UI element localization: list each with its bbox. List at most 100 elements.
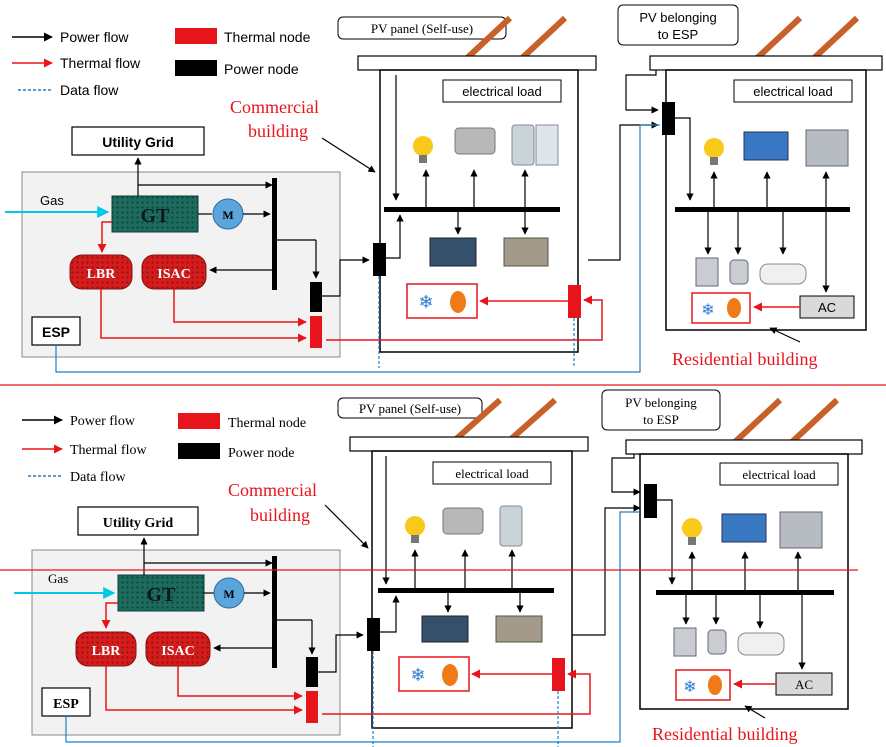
snowflake-icon: ❄ (418, 292, 433, 312)
residential-building-box (665, 69, 867, 331)
utility-grid-label: Utility Grid (103, 516, 174, 531)
legend-thermal-flow: Thermal flow (60, 55, 141, 71)
pv-esp-label-line1: PV belonging (639, 10, 716, 25)
computer-icon (721, 513, 767, 543)
dishwasher-icon (779, 511, 823, 549)
legend-thermal-node: Thermal node (228, 416, 306, 431)
commercial-load-label-box (432, 461, 552, 485)
pv-panel-icon (752, 15, 803, 63)
washing-machine-icon (673, 627, 697, 657)
pv-panel-icon (508, 397, 557, 443)
commercial-thermal-node (568, 285, 581, 318)
flame-icon (442, 664, 458, 686)
lightbulb-icon (704, 138, 724, 158)
hub-thermal-node (310, 316, 322, 348)
esp-data-line (65, 511, 640, 743)
gt-block (117, 574, 205, 612)
kettle-icon (729, 259, 749, 285)
flame-icon (708, 675, 722, 695)
pv-panel-icon (809, 15, 860, 63)
residential-load-label: electrical load (742, 467, 816, 482)
pv-self-label-box (337, 16, 507, 40)
residential-bus (675, 207, 850, 212)
pv-panel-icon (517, 15, 568, 63)
pv-self-label: PV panel (Self-use) (359, 401, 461, 416)
legend-power-node: Power node (228, 446, 295, 461)
top-panel: Power flow Thermal flow Data flow Therma… (5, 4, 883, 373)
hub-thermal-node (306, 691, 318, 723)
lightbulb-icon (413, 136, 433, 156)
hub-to-commercial-power-arrow (318, 631, 364, 673)
turnstile-icon (503, 237, 549, 267)
computer-icon (743, 131, 789, 161)
residential-label: Residential building (672, 349, 818, 369)
lightbulb-base-icon (419, 155, 427, 163)
bottom-panel: Power flow Thermal flow Data flow Therma… (0, 389, 863, 747)
pv-esp-label-line2: to ESP (643, 412, 679, 427)
esp-data-line (55, 124, 660, 373)
elevator-doors-icon (535, 124, 559, 166)
hub-power-bus (272, 556, 277, 668)
residential-building-box (639, 453, 849, 710)
escalator-icon (421, 615, 469, 643)
pv-esp-label-line1: PV belonging (625, 395, 697, 410)
hub-to-commercial-thermal-arrow (322, 669, 591, 715)
commercial-pointer-arrow (324, 504, 369, 549)
motor-label: M (223, 587, 234, 601)
lightbulb-icon (405, 516, 425, 536)
commercial-power-node (373, 243, 386, 276)
flame-icon (450, 291, 466, 313)
hub-to-commercial-power-arrow (322, 256, 370, 297)
residential-bus (656, 590, 834, 595)
lightbulb-icon (682, 518, 702, 538)
gas-label: Gas (48, 571, 68, 586)
commercial-label-line1: Commercial (228, 480, 317, 500)
legend-thermal-flow: Thermal flow (70, 443, 147, 458)
residential-load-label: electrical load (753, 84, 833, 99)
residential-pointer-arrow (744, 705, 766, 719)
pv-panel-icon (462, 15, 513, 63)
pv-panel-icon (789, 397, 840, 445)
esp-label: ESP (53, 697, 79, 712)
gas-label: Gas (40, 193, 64, 208)
esp-label: ESP (42, 324, 70, 340)
commercial-label-line2: building (250, 505, 310, 525)
gt-to-lbr-arrow (101, 602, 118, 629)
hub-power-node (306, 657, 318, 687)
water-heater-icon (737, 632, 785, 656)
lbr-label: LBR (87, 267, 117, 282)
camera-icon (454, 127, 496, 155)
legend-data-flow: Data flow (60, 82, 119, 98)
dishwasher-icon (805, 129, 849, 167)
hub-power-bus (272, 178, 277, 290)
ac-label: AC (818, 300, 836, 315)
legend-power-flow: Power flow (70, 414, 136, 429)
commercial-pointer-arrow (321, 137, 376, 173)
isac-label: ISAC (157, 267, 190, 282)
turnstile-icon (495, 615, 543, 643)
commercial-to-residential-power-arrow (588, 121, 659, 261)
commercial-roof (349, 436, 589, 452)
node-to-commercial-bus-arrow (386, 214, 404, 259)
lightbulb-base-icon (411, 535, 419, 543)
node-to-residential-bus-arrow (657, 499, 676, 585)
washing-machine-icon (695, 257, 719, 287)
snowflake-icon: ❄ (683, 679, 696, 696)
motor-label: M (222, 208, 233, 222)
legend-power-node: Power node (224, 61, 299, 77)
lightbulb-base-icon (688, 537, 696, 545)
residential-power-node (662, 102, 675, 135)
esp-box (31, 316, 81, 346)
pv-self-label: PV panel (Self-use) (371, 21, 473, 36)
lightbulb-base-icon (710, 157, 718, 165)
legend: Power flow Thermal flow Data flow Therma… (22, 413, 306, 485)
residential-power-node (644, 484, 657, 518)
commercial-building-box (371, 450, 573, 729)
legend-power-node-swatch (178, 443, 220, 459)
camera-icon (442, 507, 484, 535)
gt-label: GT (147, 584, 177, 606)
pv-esp-label-box (617, 4, 739, 46)
escalator-icon (429, 237, 477, 267)
legend-data-flow: Data flow (70, 470, 126, 485)
isac-label: ISAC (161, 644, 194, 659)
